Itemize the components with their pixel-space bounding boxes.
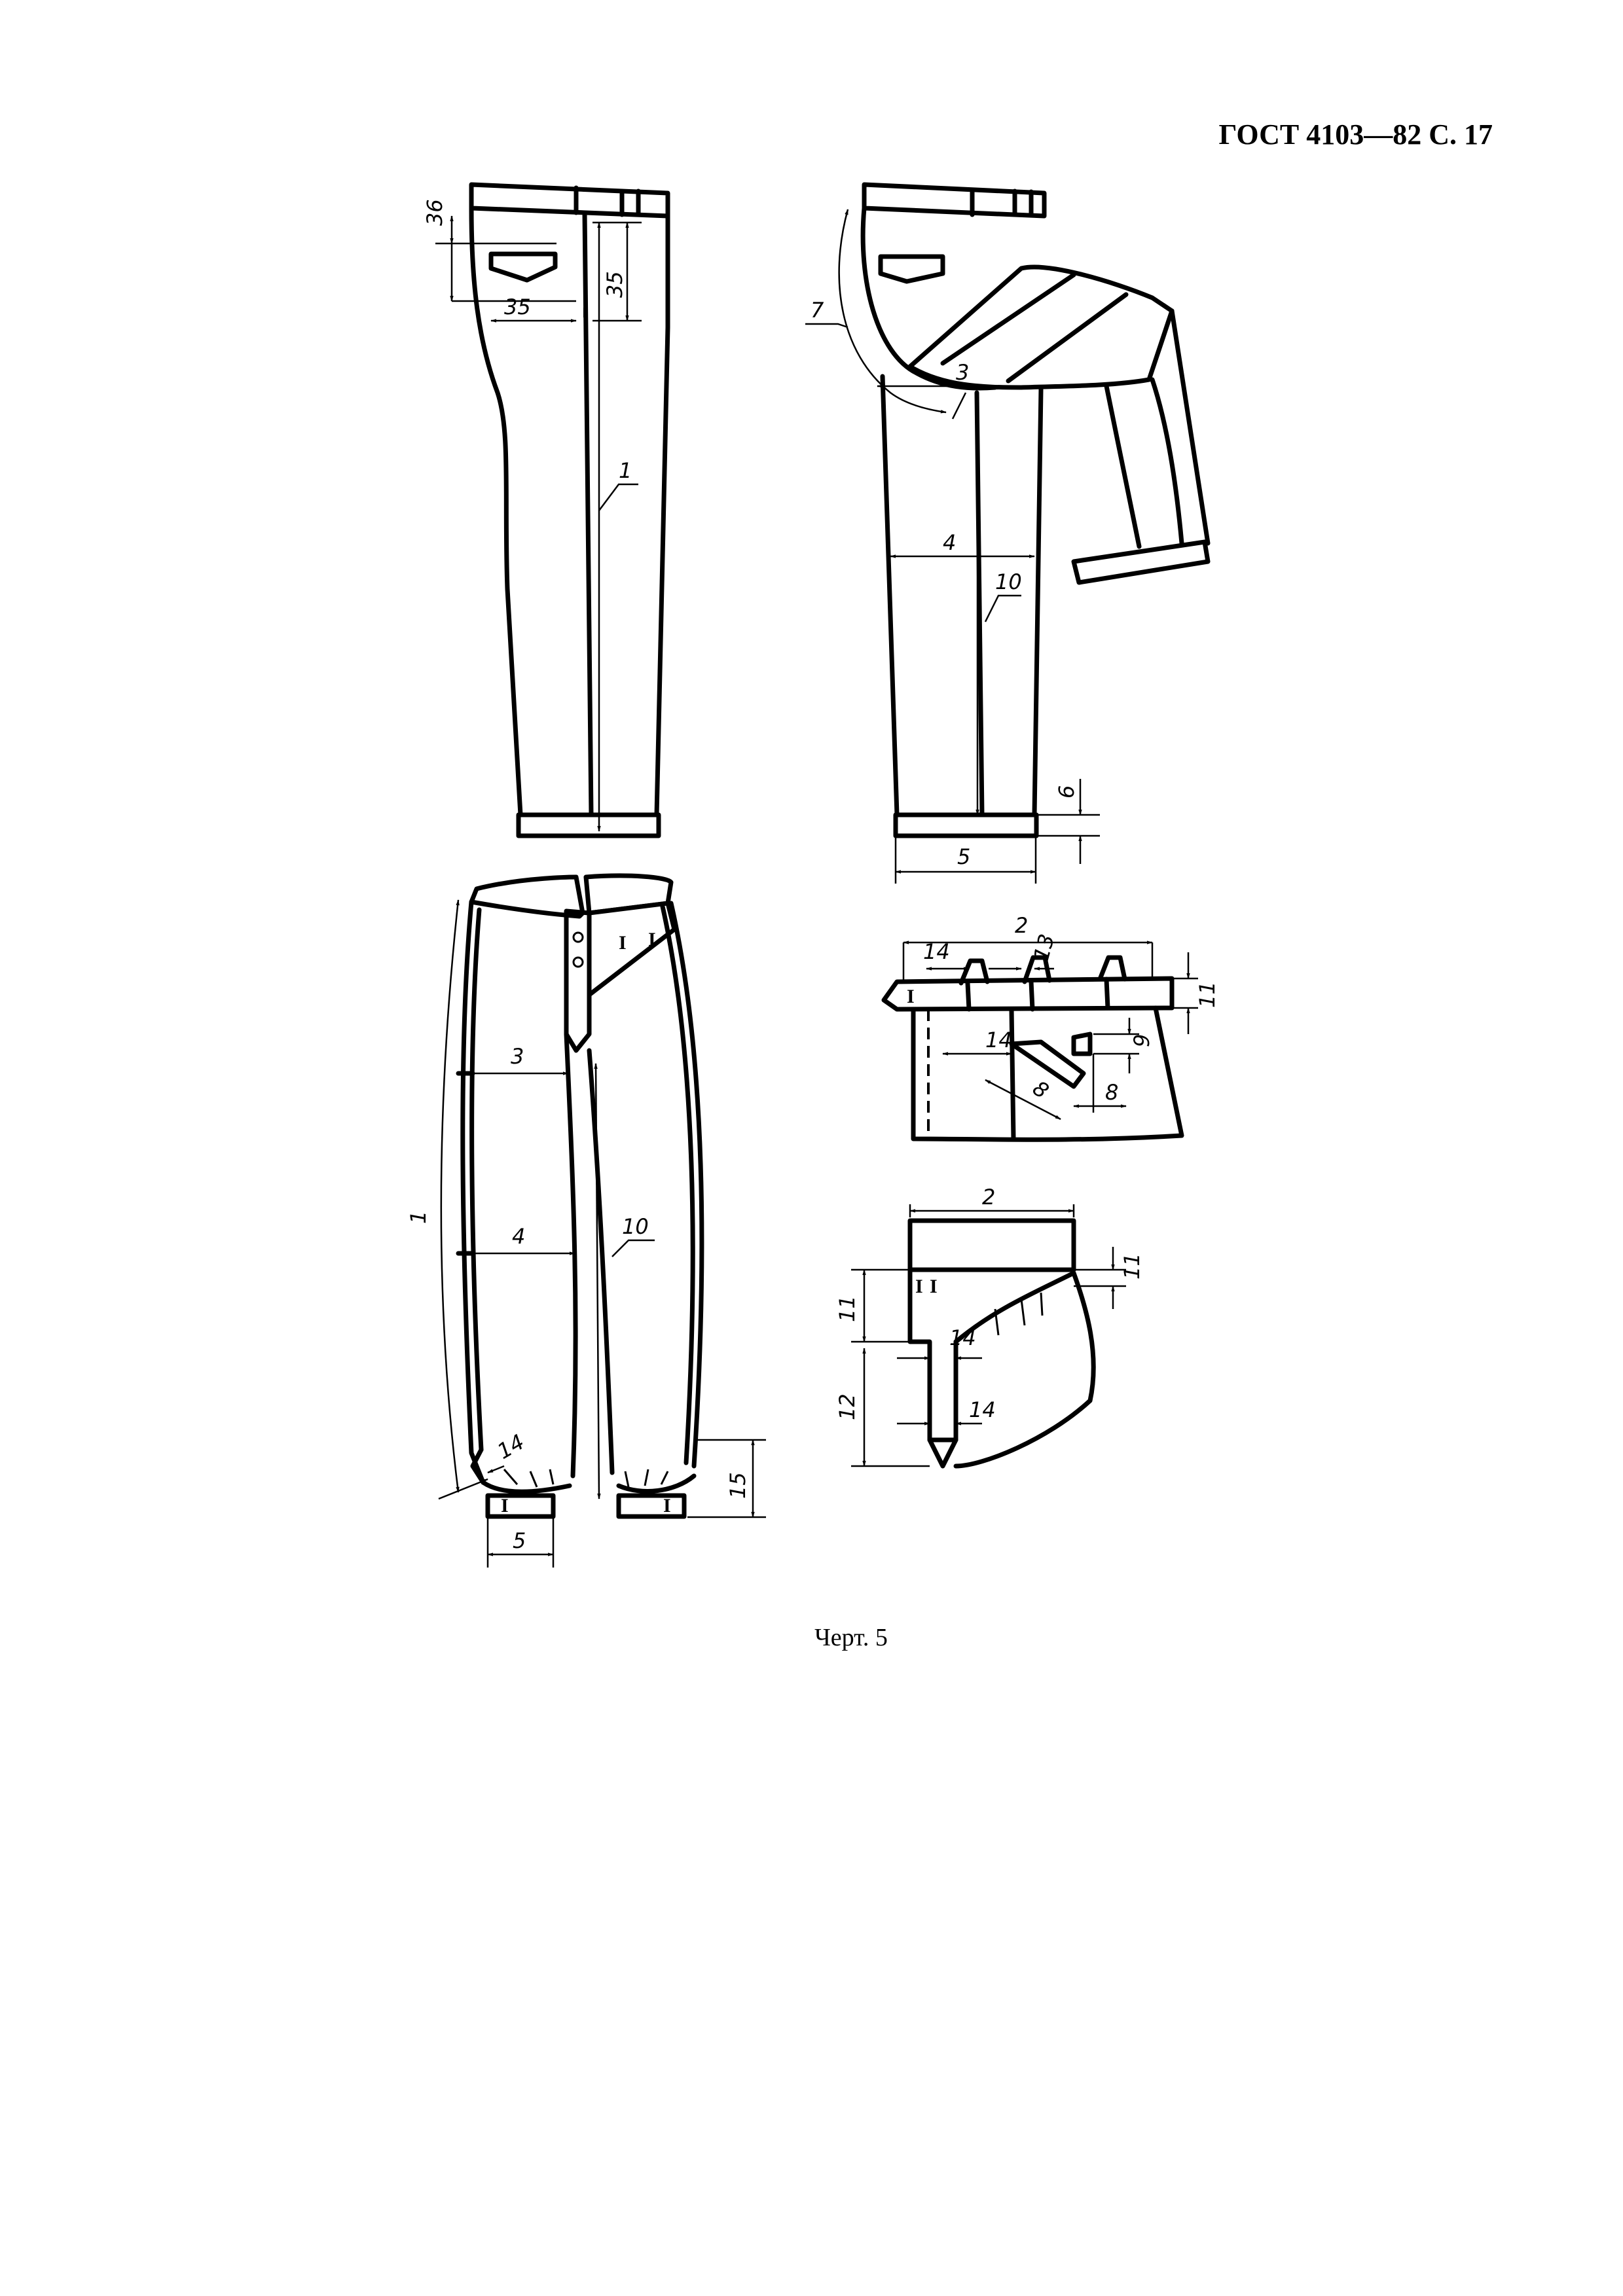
dim-label-3: 3 xyxy=(511,1044,524,1069)
dim-label-35-width: 35 xyxy=(504,295,531,319)
trousers-side-view: 36 35 35 1 xyxy=(422,182,670,838)
dim-label-12: 12 xyxy=(835,1393,860,1420)
dim-label-35-height: 35 xyxy=(602,271,627,298)
dim-label-8-side: 8 xyxy=(1105,1080,1118,1105)
dim-label-14-top: 14 xyxy=(923,939,950,964)
marker-I: I xyxy=(930,1276,938,1297)
marker-I: I xyxy=(915,1276,923,1297)
dim-label-4: 4 xyxy=(512,1224,525,1249)
dim-label-14: 14 xyxy=(493,1429,528,1464)
dim-label-13: 13 xyxy=(1029,931,1059,963)
dim-label-5: 5 xyxy=(513,1528,526,1553)
dim-label-14-pocket: 14 xyxy=(985,1028,1012,1052)
figure-caption: Черт. 5 xyxy=(814,1624,888,1651)
dim-label-10: 10 xyxy=(622,1214,649,1239)
dim-label-14-upper: 14 xyxy=(949,1325,976,1350)
fly-detail-view: 2 11 11 14 12 14 xyxy=(835,1185,1144,1469)
dim-label-5: 5 xyxy=(957,844,970,869)
marker-group: I I I I I I xyxy=(501,929,938,1516)
dim-label-8-diagonal: 8 xyxy=(1028,1075,1053,1103)
dim-label-4: 4 xyxy=(943,530,956,555)
marker-I: I xyxy=(501,1495,509,1516)
dim-label-15: 15 xyxy=(725,1472,750,1499)
dim-label-11-left: 11 xyxy=(835,1295,860,1322)
dim-label-1: 1 xyxy=(619,458,632,483)
marker-I: I xyxy=(663,1495,671,1516)
breeches-front-view: 3 1 4 10 14 15 5 xyxy=(406,873,766,1568)
marker-I: I xyxy=(648,929,656,950)
dim-label-11-right: 11 xyxy=(1120,1253,1144,1280)
dim-label-10: 10 xyxy=(995,569,1022,594)
dim-label-14-lower: 14 xyxy=(969,1397,996,1422)
dim-label-7: 7 xyxy=(811,298,824,323)
marker-I: I xyxy=(619,932,627,954)
dim-label-2: 2 xyxy=(982,1185,995,1210)
marker-I-waistband: I xyxy=(907,986,915,1007)
dim-label-6: 6 xyxy=(1054,785,1079,798)
dim-label-3: 3 xyxy=(956,360,969,385)
dim-label-36: 36 xyxy=(422,199,447,226)
dim-label-9: 9 xyxy=(1129,1034,1154,1047)
trousers-folded-leg-view: 7 3 4 10 6 5 xyxy=(805,182,1211,884)
dim-label-2: 2 xyxy=(1015,913,1028,938)
page-header: ГОСТ 4103—82 С. 17 xyxy=(1218,118,1493,151)
waistband-detail-view: 2 14 13 11 14 9 8 8 I xyxy=(881,913,1220,1142)
dim-label-1: 1 xyxy=(406,1211,431,1224)
dim-label-11: 11 xyxy=(1195,981,1220,1008)
